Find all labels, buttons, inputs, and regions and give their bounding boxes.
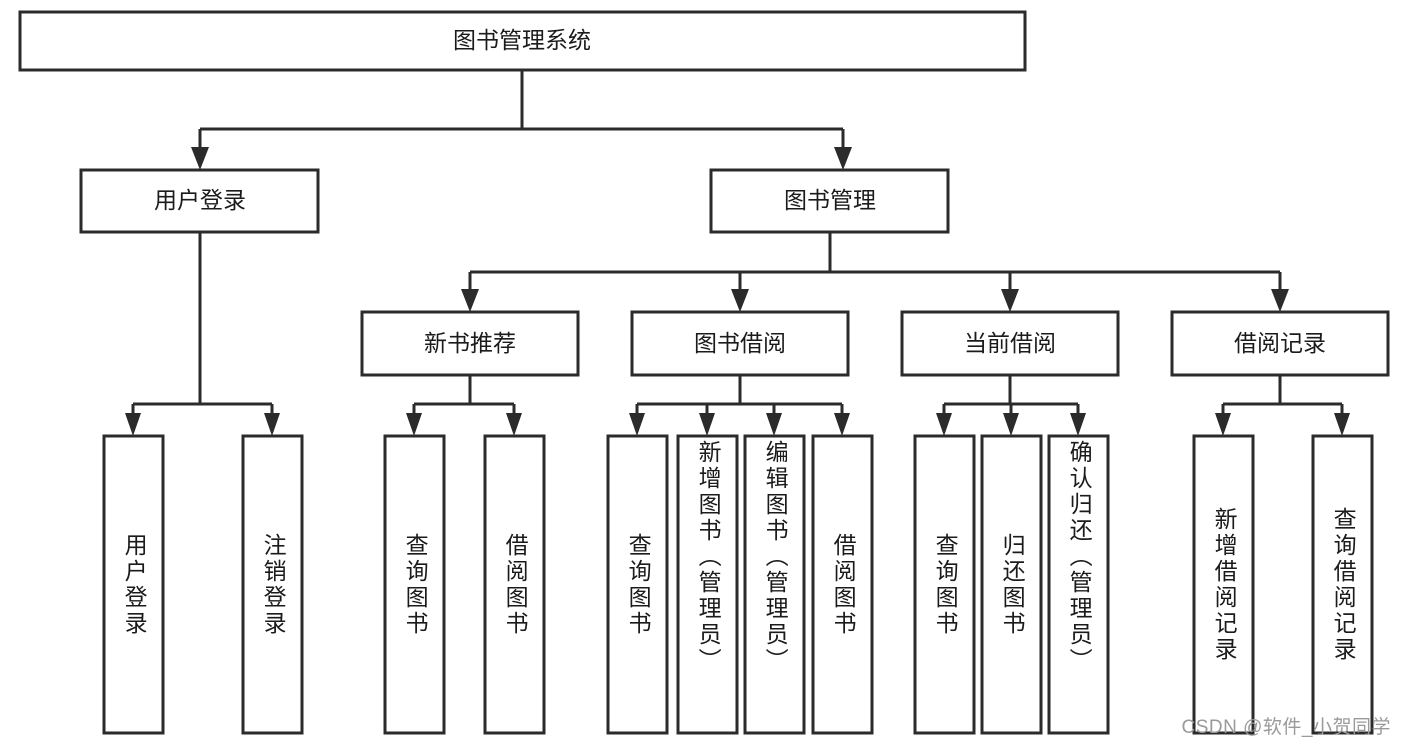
node-c2-box[interactable] (980, 434, 1043, 735)
node-new-rec[interactable]: 新书推荐 (360, 310, 580, 377)
arrow-heads (125, 147, 1350, 436)
edge-curborrow-to-children-bus (942, 375, 1080, 413)
arrow-to-a2 (506, 413, 522, 436)
node-book-mgmt-box[interactable] (709, 168, 950, 234)
node-b4-box[interactable] (811, 434, 874, 735)
node-b3-box[interactable] (743, 434, 806, 735)
node-book-mgmt-label: 图书管理 (784, 187, 876, 213)
arrow-to-c3 (1070, 413, 1086, 436)
node-b1-box[interactable] (606, 434, 669, 735)
arrow-to-borrow-log (1271, 289, 1289, 312)
arrow-to-d2 (1334, 413, 1350, 436)
edge-root-to-level2-bus (198, 70, 845, 147)
arrow-to-a1 (406, 413, 422, 436)
node-b2-box[interactable] (676, 434, 739, 735)
node-l1-box[interactable] (102, 434, 165, 735)
node-c1-box[interactable] (913, 434, 976, 735)
arrow-to-b3 (766, 413, 782, 436)
arrow-to-book-mgmt (834, 147, 852, 170)
node-root[interactable]: 图书管理系统 (18, 10, 1027, 72)
edge-userlogin-to-children-bus (131, 232, 274, 413)
arrow-to-c2 (1003, 413, 1019, 436)
arrow-to-b1 (629, 413, 645, 436)
leaf-nodes (102, 434, 1374, 735)
arrow-to-cur-borrow (1001, 289, 1019, 312)
node-new-rec-label: 新书推荐 (424, 330, 516, 356)
node-d1-box[interactable] (1192, 434, 1255, 735)
edge-bookborrow-to-children-bus (635, 375, 844, 413)
node-cur-borrow-label: 当前借阅 (964, 330, 1056, 356)
node-new-rec-box[interactable] (360, 310, 580, 377)
node-book-borrow-label: 图书借阅 (694, 330, 786, 356)
node-book-borrow[interactable]: 图书借阅 (630, 310, 850, 377)
node-book-borrow-box[interactable] (630, 310, 850, 377)
arrow-to-new-rec (461, 289, 479, 312)
node-a2-box[interactable] (483, 434, 546, 735)
node-user-login[interactable]: 用户登录 (79, 168, 320, 234)
arrow-to-l2 (264, 413, 280, 436)
node-book-mgmt[interactable]: 图书管理 (709, 168, 950, 234)
node-l2-box[interactable] (241, 434, 304, 735)
arrow-to-book-borrow (731, 289, 749, 312)
node-c3-box[interactable] (1047, 434, 1110, 735)
node-d2-box[interactable] (1311, 434, 1374, 735)
node-cur-borrow[interactable]: 当前借阅 (900, 310, 1120, 377)
arrow-to-b2 (699, 413, 715, 436)
arrow-to-user-login (191, 147, 209, 170)
node-cur-borrow-box[interactable] (900, 310, 1120, 377)
edge-newrec-to-children-bus (412, 375, 516, 413)
arrow-to-l1 (125, 413, 141, 436)
node-borrow-log-label: 借阅记录 (1234, 330, 1326, 356)
node-root-label: 图书管理系统 (453, 27, 591, 53)
arrow-to-d1 (1215, 413, 1231, 436)
arrow-to-c1 (936, 413, 952, 436)
node-root-box[interactable] (18, 10, 1027, 72)
edge-borrowlog-to-children-bus (1221, 375, 1344, 413)
node-borrow-log[interactable]: 借阅记录 (1170, 310, 1390, 377)
connectors (131, 70, 1344, 413)
arrow-to-b4 (834, 413, 850, 436)
edge-bookmgmt-to-level3-bus (468, 232, 1282, 289)
node-user-login-box[interactable] (79, 168, 320, 234)
node-a1-box[interactable] (383, 434, 446, 735)
node-user-login-label: 用户登录 (154, 187, 246, 213)
csdn-watermark: CSDN @软件_小贺同学 (1181, 717, 1391, 738)
node-borrow-log-box[interactable] (1170, 310, 1390, 377)
